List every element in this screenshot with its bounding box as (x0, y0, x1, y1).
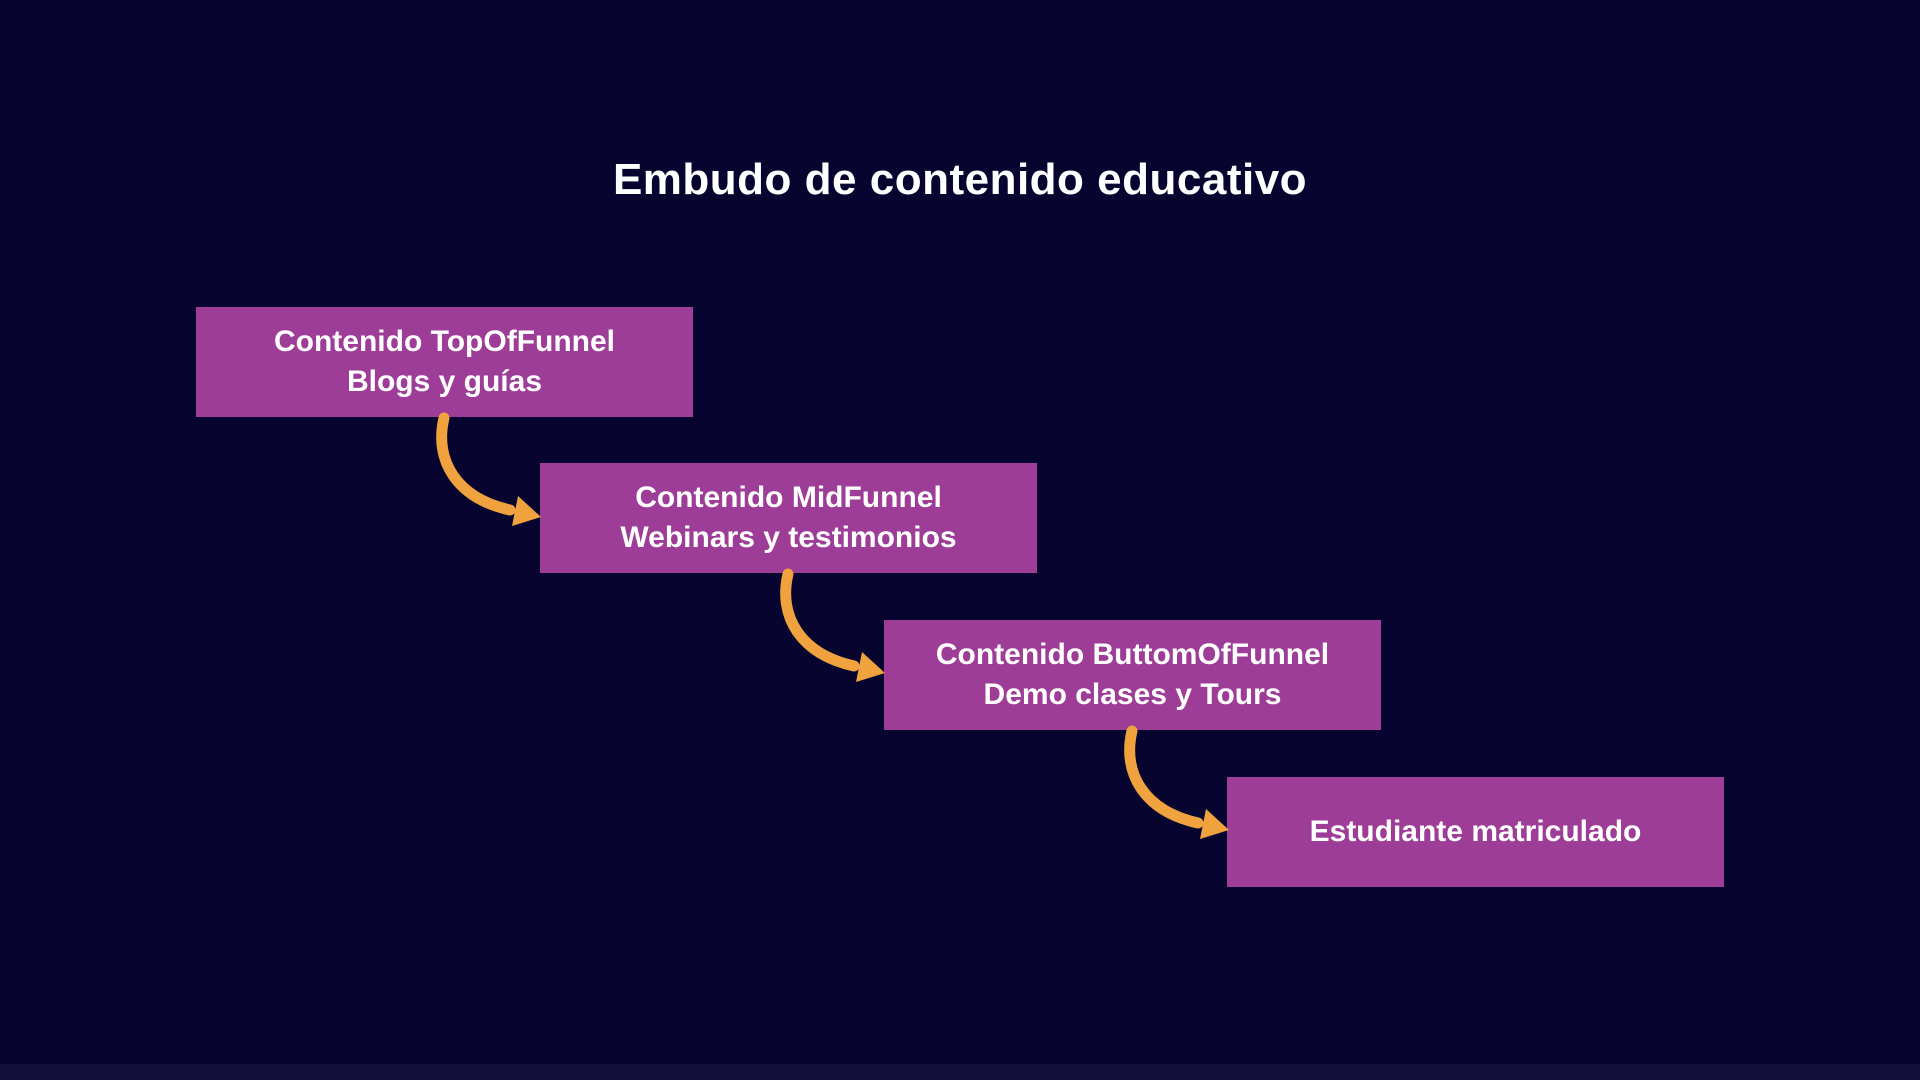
curved-arrow-icon-step1-to-step2 (436, 412, 541, 526)
step-label-line1: Contenido ButtomOfFunnel (935, 638, 1330, 671)
step-label-line2: Blogs y guías (346, 365, 543, 398)
funnel-step-mid-funnel: Contenido MidFunnel Webinars y testimoni… (540, 463, 1037, 573)
diagram-title: Embudo de contenido educativo (612, 155, 1308, 204)
curved-arrow-icon-step2-to-step3 (780, 568, 885, 682)
bottom-edge-strip (0, 1064, 1920, 1080)
step-label-line1: Contenido TopOfFunnel (273, 325, 616, 358)
step-label-line2: Demo clases y Tours (983, 678, 1282, 711)
funnel-step-bottom-of-funnel: Contenido ButtomOfFunnel Demo clases y T… (884, 620, 1381, 730)
step-label-line1: Estudiante matriculado (1309, 815, 1642, 848)
funnel-step-top-of-funnel: Contenido TopOfFunnel Blogs y guías (196, 307, 693, 417)
funnel-step-enrolled-student: Estudiante matriculado (1227, 777, 1724, 887)
step-label-line1: Contenido MidFunnel (635, 481, 942, 514)
step-label-line2: Webinars y testimonios (620, 521, 957, 554)
curved-arrow-icon-step3-to-step4 (1124, 725, 1229, 839)
